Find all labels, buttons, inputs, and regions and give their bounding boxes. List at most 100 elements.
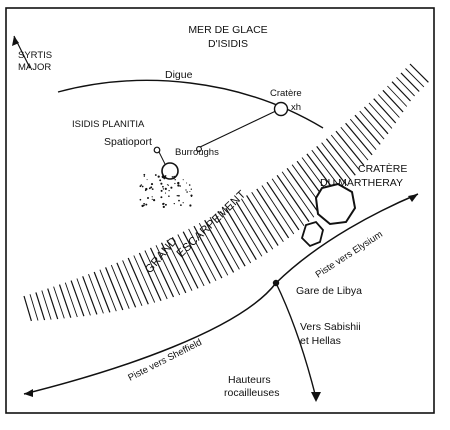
stipple-dot — [150, 186, 153, 189]
hatch-stroke — [340, 126, 369, 161]
spaceport-marker — [153, 146, 161, 154]
stipple-dot — [189, 190, 191, 193]
stipple-dot — [174, 182, 176, 185]
stipple-dot — [151, 196, 153, 198]
stipple-dot — [153, 199, 156, 202]
crater-xh-label-line2: xh — [291, 102, 301, 113]
hatch-stroke — [76, 278, 91, 316]
syrtis-label-line1: SYRTIS — [18, 50, 52, 61]
hatch-stroke — [166, 239, 193, 291]
sabishii-label-line1: Vers Sabishii — [300, 321, 361, 333]
syrtis-label-line2: MAJOR — [18, 62, 51, 73]
road-sheffield-elysium — [23, 193, 419, 395]
stipple-dot — [186, 182, 188, 184]
hatch-stroke — [133, 255, 156, 303]
stipple-dot — [182, 202, 184, 204]
stipple-dot — [168, 195, 170, 197]
hatch-stroke — [144, 250, 168, 300]
martheray-crater-large — [314, 182, 357, 226]
stipple-dot — [167, 184, 170, 186]
hatch-stroke — [316, 146, 347, 186]
road-elysium-label: Piste vers Elysium — [314, 229, 385, 281]
stipple-dot — [174, 179, 176, 181]
stipple-dot — [173, 202, 175, 205]
hatch-stroke — [23, 295, 32, 322]
hatch-stroke — [105, 267, 124, 311]
stipple-dot — [146, 179, 148, 181]
burroughs-label: Burroughs — [175, 147, 219, 158]
stipple-dot — [141, 185, 144, 188]
stipple-dot — [162, 202, 165, 206]
crater-xh-label-line1: Cratère — [270, 88, 302, 99]
hatch-stroke — [35, 292, 46, 321]
hatch-stroke — [29, 294, 39, 321]
stipple-dot — [186, 191, 188, 193]
hatch-stroke — [363, 106, 389, 135]
hatch-stroke — [373, 98, 397, 124]
stipple-dot — [178, 194, 180, 197]
stipple-dot — [178, 199, 180, 202]
stipple-dot — [163, 177, 166, 180]
hatch-stroke — [155, 245, 181, 296]
hatch-stroke — [193, 225, 223, 279]
hatch-stroke — [345, 122, 373, 156]
hatch-stroke — [281, 171, 315, 218]
stipple-dot — [139, 185, 142, 188]
hatch-stroke — [64, 282, 78, 318]
stipple-dot — [168, 189, 170, 192]
libya-station-label: Gare de Libya — [296, 285, 362, 297]
hatch-stroke — [321, 142, 352, 181]
stipple-dot — [189, 204, 192, 207]
hatch-stroke — [198, 222, 229, 276]
stipple-dot — [171, 176, 174, 178]
hatch-stroke — [58, 284, 72, 318]
hatch-stroke — [225, 207, 257, 261]
hatch-stroke — [70, 280, 85, 317]
crater-xh-marker — [273, 101, 289, 117]
hatch-stroke — [396, 76, 415, 97]
hatch-stroke — [127, 257, 149, 305]
sea-label-line1: MER DE GLACE — [188, 24, 267, 36]
stipple-dot — [143, 175, 145, 177]
escarpment-label-word2: ESCARPEMENT — [175, 188, 249, 260]
hatch-stroke — [382, 89, 404, 113]
isidis-planitia-label: ISIDIS PLANITIA — [72, 119, 145, 130]
stipple-dot — [164, 203, 167, 206]
hatch-stroke — [160, 242, 187, 294]
road-sabishii — [275, 282, 317, 399]
stipple-dot — [162, 185, 164, 188]
hatch-stroke — [230, 204, 263, 257]
hatch-stroke — [188, 228, 217, 282]
hatch-stroke — [387, 85, 408, 107]
hatch-stroke — [235, 201, 268, 254]
stipple-dot — [139, 198, 142, 201]
hatch-stroke — [325, 138, 356, 176]
stipple-dot — [162, 188, 165, 190]
hatch-stroke — [149, 247, 175, 298]
spaceport-link — [158, 151, 166, 165]
stipple-dot — [190, 188, 192, 190]
hatch-stroke — [368, 102, 393, 129]
hatch-stroke — [354, 114, 381, 145]
hatch-stroke — [116, 262, 137, 308]
stipple-dot — [143, 173, 146, 176]
hatch-stroke — [110, 264, 130, 309]
hatch-stroke — [377, 94, 400, 118]
stipple-dot — [177, 184, 180, 187]
hatch-stroke — [359, 110, 385, 140]
libya-station-marker — [272, 279, 280, 287]
hatch-stroke — [122, 260, 143, 306]
stipple-dot — [173, 175, 176, 178]
stipple-dot — [176, 195, 178, 197]
heights-label-line2: rocailleuses — [224, 387, 279, 399]
stipple-dot — [160, 189, 163, 192]
hatch-stroke — [171, 237, 199, 289]
stipple-dot — [173, 177, 175, 180]
stipple-dot — [166, 184, 168, 186]
stipple-dot — [143, 202, 146, 205]
stipple-dot — [164, 192, 167, 194]
hatch-stroke — [47, 288, 59, 320]
hatch-stroke — [335, 130, 365, 166]
burroughs-circle — [161, 162, 179, 180]
escarpment-hatching — [23, 63, 429, 322]
